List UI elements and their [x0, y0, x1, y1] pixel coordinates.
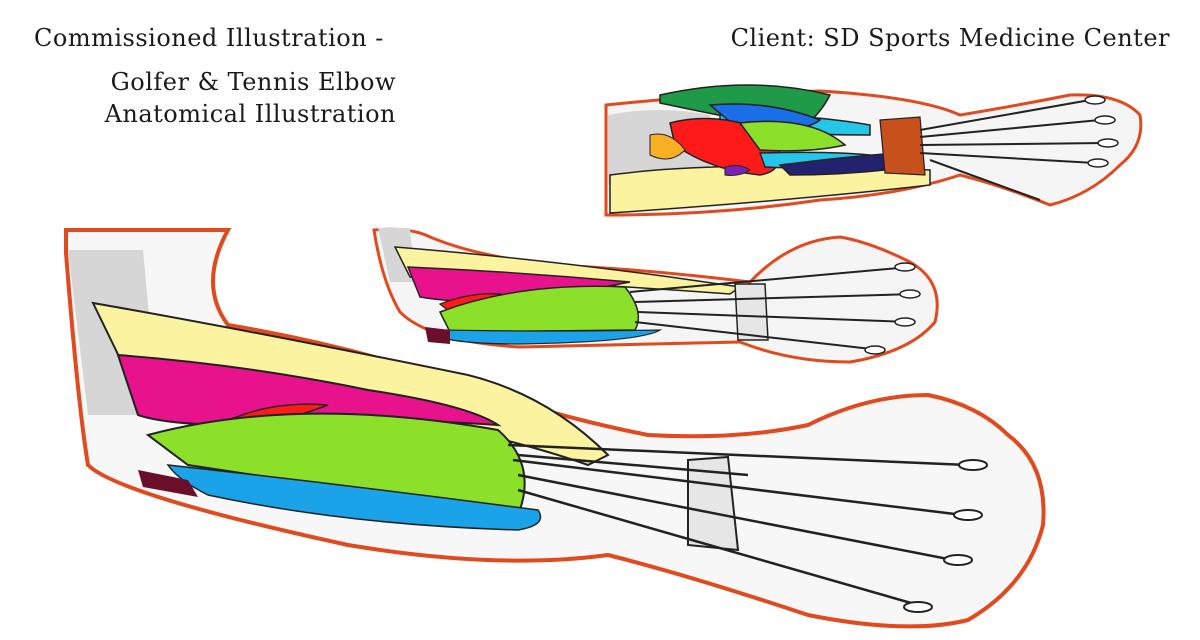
muscle-maroon-large: [138, 470, 198, 497]
fingertips-mid: [864, 262, 921, 355]
muscle-green-large: [145, 412, 526, 517]
forearm-large-illustration: [64, 228, 1046, 629]
tendon-tan-top: [879, 116, 926, 176]
wrist-band-large: [687, 455, 740, 552]
forearm-top-illustration: [604, 84, 1143, 217]
muscle-blue-mid: [439, 329, 663, 345]
muscle-orange-top: [649, 133, 686, 160]
tendons-mid: [629, 266, 916, 351]
title-line-3: Anatomical Illustration: [104, 100, 396, 128]
tendons-top: [919, 99, 1106, 201]
muscle-blue-large: [166, 464, 542, 531]
muscle-green-top: [738, 120, 847, 152]
muscle-purple-top: [724, 165, 751, 176]
muscle-maroon-mid: [425, 327, 450, 344]
title-line-2: Golfer & Tennis Elbow: [110, 68, 396, 96]
fingertips-large: [903, 459, 988, 613]
muscle-yellow-top: [609, 165, 931, 214]
forearm-mid-illustration: [372, 227, 939, 364]
title-line-1: Commissioned Illustration -: [34, 24, 384, 52]
client-label: Client: SD Sports Medicine Center: [730, 24, 1170, 52]
fingertips-top: [1084, 95, 1119, 168]
tendons-large: [507, 443, 969, 607]
